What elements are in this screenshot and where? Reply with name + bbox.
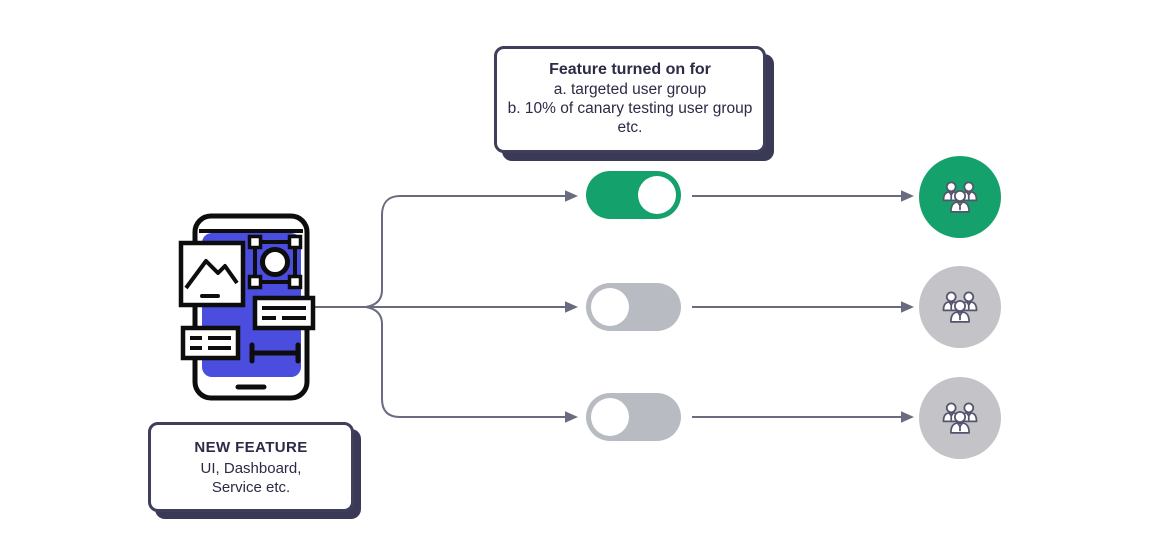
toggle-knob xyxy=(591,288,629,326)
screen-wireframe-elements xyxy=(178,234,316,364)
arrowhead-group-1 xyxy=(901,190,914,202)
branch-top xyxy=(365,195,565,308)
arrowhead-group-2 xyxy=(901,301,914,313)
new-feature-title: NEW FEATURE xyxy=(194,439,308,456)
toggle-knob xyxy=(638,176,676,214)
arrowhead-toggle-3 xyxy=(565,411,578,423)
image-placeholder-icon xyxy=(178,240,246,308)
user-group-3 xyxy=(919,377,1001,459)
user-group-icon xyxy=(933,280,987,334)
feature-toggle-2[interactable] xyxy=(586,283,681,331)
feature-toggle-3[interactable] xyxy=(586,393,681,441)
text-block-right-icon xyxy=(252,295,316,331)
arrowhead-toggle-2 xyxy=(565,301,578,313)
user-group-icon xyxy=(933,391,987,445)
slider-icon xyxy=(249,342,301,364)
arrowhead-group-3 xyxy=(901,411,914,423)
text-block-left-icon xyxy=(180,325,241,361)
new-feature-line-1: UI, Dashboard, xyxy=(200,460,302,477)
callout-title: Feature turned on for xyxy=(549,61,711,78)
callout-line-b: b. 10% of canary testing user group etc. xyxy=(507,100,753,136)
user-group-2 xyxy=(919,266,1001,348)
new-feature-label: NEW FEATURE UI, Dashboard, Service etc. xyxy=(148,422,354,512)
selection-frame-icon xyxy=(247,234,303,290)
callout-line-a: a. targeted user group xyxy=(553,81,707,98)
user-group-1 xyxy=(919,156,1001,238)
smartphone-illustration xyxy=(178,213,316,401)
new-feature-line-2: Service etc. xyxy=(211,479,291,496)
feature-on-callout: Feature turned on for a. targeted user g… xyxy=(494,46,766,153)
toggle-knob xyxy=(591,398,629,436)
feature-toggle-1[interactable] xyxy=(586,171,681,219)
branch-bottom xyxy=(365,306,565,418)
user-group-icon xyxy=(933,170,987,224)
arrowhead-toggle-1 xyxy=(565,190,578,202)
